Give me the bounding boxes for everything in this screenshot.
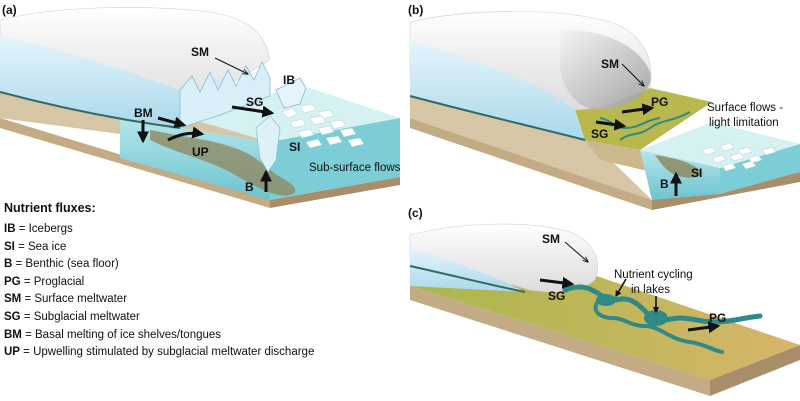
panel-a-sg-arrow (231, 105, 275, 118)
panel-b-label-si: SI (691, 166, 702, 180)
panel-a-label-b: B (245, 180, 254, 194)
panel-b-sm-arrow (621, 63, 644, 86)
panel-b-glacier-dome (560, 29, 651, 111)
panel-b-water-top (640, 122, 800, 168)
legend-description: Proglacial (33, 275, 85, 288)
panel-b-sediment-slope (410, 92, 652, 200)
legend-abbr: SI (4, 240, 15, 253)
legend-item-up: UP = Upwelling stimulated by subglacial … (4, 344, 334, 362)
panel-a-sediment-side (270, 177, 400, 208)
panel-a-label-sm: SM (191, 45, 209, 59)
panel-c-sg-arrow (539, 276, 575, 289)
panel-b-sea-ice-floes (701, 142, 777, 172)
legend-abbr: SM (4, 293, 22, 306)
legend-description: Icebergs (28, 223, 73, 235)
panel-b: (b) (408, 3, 800, 210)
legend-item-ib: IB = Icebergs (4, 221, 334, 239)
panel-b-pg-arrow (621, 103, 655, 116)
panel-a-water-side (270, 118, 400, 200)
legend-description: Benthic (sea floor) (25, 258, 119, 271)
panel-c-label-pg: PG (709, 311, 726, 325)
legend-separator: = (20, 275, 34, 288)
panel-c-glacier-bed-line (409, 265, 526, 293)
panel-a-label-sg: SG (246, 95, 263, 109)
panel-b-sediment-top (410, 92, 652, 210)
panel-b-sg-arrow (595, 118, 627, 131)
panel-c-label-sm: SM (542, 232, 560, 246)
panel-b-land-front (585, 140, 652, 172)
panel-b-label-sg: SG (591, 127, 608, 141)
legend-item-pg: PG = Proglacial (4, 274, 334, 292)
legend-separator: = (14, 240, 28, 253)
legend-abbr: B (4, 258, 13, 271)
legend-description: Subglacial meltwater (33, 310, 140, 323)
legend-item-b: B = Benthic (sea floor) (4, 256, 334, 274)
legend-item-sg: SG = Subglacial meltwater (4, 309, 334, 327)
panel-a-bm-arrow-right (157, 116, 187, 129)
panel-a-note: Sub-surface flows (309, 162, 401, 174)
panel-a-glacier-bed-line (0, 91, 181, 129)
panel-a-sm-arrow (214, 57, 248, 74)
legend-abbr: IB (4, 223, 16, 235)
panel-c-pg-arrow (687, 321, 721, 334)
legend-abbr: PG (4, 275, 21, 288)
panel-a-label-ib: IB (283, 73, 295, 87)
panel-b-plume (655, 155, 701, 178)
panel-c-land-side (710, 345, 800, 396)
panel-a-iceberg (275, 77, 307, 109)
legend-separator: = (12, 258, 26, 271)
panel-a-sediment-front (0, 118, 270, 208)
panel-c-label: (c) (408, 206, 423, 220)
panel-a-label-up: UP (192, 145, 209, 159)
panel-a-glacier-face (0, 35, 180, 128)
panel-c-land-front (410, 286, 710, 396)
panel-a-up-arrow (167, 126, 205, 142)
panel-c-glacier-face (410, 248, 525, 292)
panel-b-note-line2: light limitation (709, 117, 779, 129)
legend-separator: = (19, 346, 34, 359)
panel-b-stream-2 (619, 111, 691, 141)
legend-separator: = (21, 328, 35, 341)
legend-item-bm: BM = Basal melting of ice shelves/tongue… (4, 327, 334, 345)
panel-c-lake-arrow-1 (615, 278, 627, 298)
legend-description: Basal melting of ice shelves/tongues (35, 328, 222, 341)
panel-c-lake-1 (596, 294, 616, 306)
panel-a: (a) (0, 3, 401, 208)
legend-title: Nutrient fluxes: (4, 201, 96, 215)
panel-b-water-side (720, 144, 800, 194)
legend-description: Surface meltwater (34, 293, 128, 306)
panel-a-label: (a) (2, 3, 17, 17)
legend-abbr: BM (4, 328, 22, 341)
legend-abbr: UP (4, 346, 20, 359)
panel-b-glacier-face (410, 40, 585, 140)
panel-a-sea-ice-floes (281, 103, 365, 149)
panel-a-label-bm: BM (134, 106, 153, 120)
panel-c-note-line2: in lakes (631, 284, 670, 296)
legend-item-sm: SM = Surface meltwater (4, 291, 334, 309)
panel-b-label-b: B (660, 177, 669, 191)
legend-description: Upwelling stimulated by subglacial meltw… (33, 346, 315, 359)
panel-b-label-sm: SM (601, 57, 619, 71)
panel-c-label-sg: SG (548, 289, 565, 303)
panel-a-plume (150, 130, 296, 196)
legend-abbr: SG (4, 310, 21, 323)
legend-description: Sea ice (27, 240, 67, 253)
panel-b-note-line1: Surface flows - (707, 102, 783, 114)
legend-item-si: SI = Sea ice (4, 239, 334, 257)
panel-a-label-si: SI (289, 140, 300, 154)
legend-separator: = (20, 310, 34, 323)
panel-b-label: (b) (408, 3, 423, 17)
panel-c: (c) SM SG PG Nutrient cycling in lakes (408, 206, 800, 396)
panel-c-river-branch (593, 298, 724, 354)
panel-c-sm-arrow (564, 241, 588, 262)
panel-b-label-pg: PG (651, 95, 668, 109)
legend-separator: = (15, 223, 29, 235)
panel-b-glacier-bed-line (409, 95, 586, 141)
legend-separator: = (21, 293, 35, 306)
panel-c-lake-2 (644, 310, 668, 326)
panel-c-note-line1: Nutrient cycling (614, 269, 693, 281)
